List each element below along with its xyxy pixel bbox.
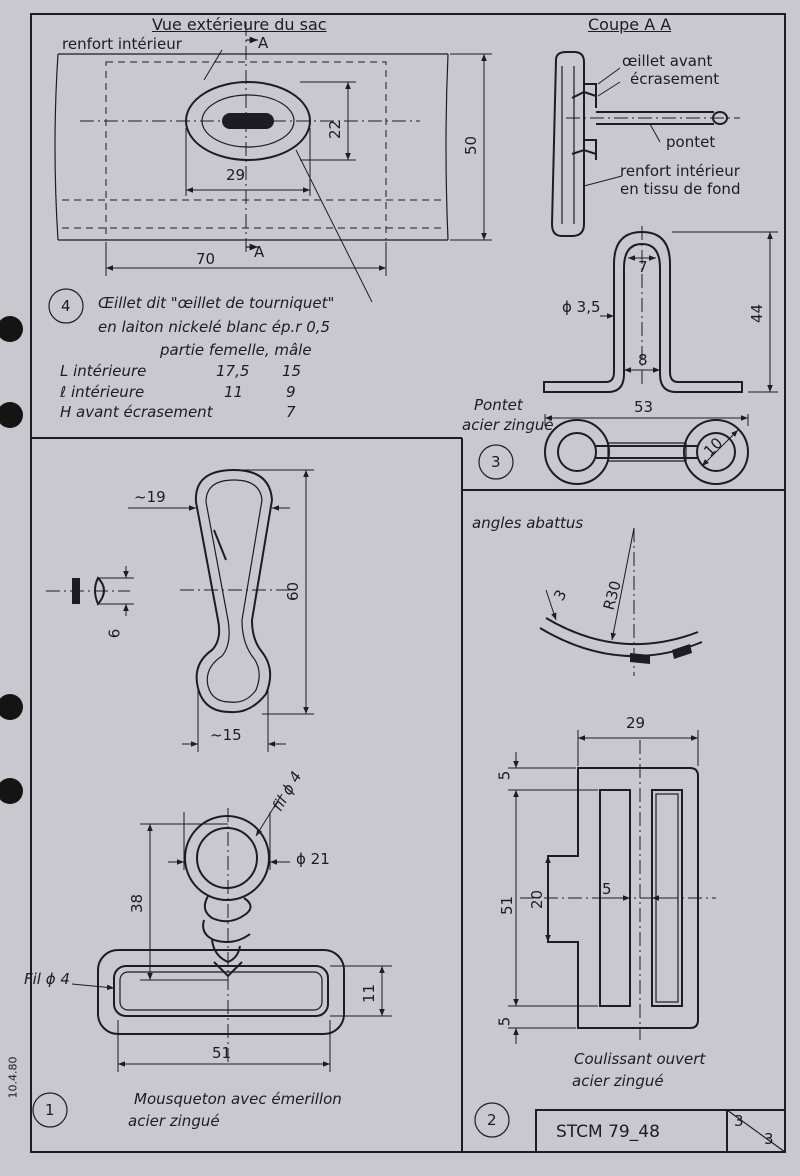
panel-number-circle bbox=[474, 1102, 510, 1138]
view-title: Vue extérieure du sac bbox=[152, 15, 327, 34]
table-header: partie femelle, mâle bbox=[160, 341, 312, 359]
dim-8: 8 bbox=[638, 351, 648, 369]
panel-number-4: 4 bbox=[61, 297, 71, 315]
dim-5b: 5 bbox=[602, 880, 612, 898]
label-renfort-1: renfort intérieur bbox=[620, 162, 740, 180]
label-ecrasement: écrasement bbox=[630, 70, 720, 88]
panel-3-pontet bbox=[543, 226, 778, 485]
label-renfort-2: en tissu de fond bbox=[620, 180, 741, 198]
dim-fil4b: Fil ϕ 4 bbox=[24, 970, 70, 988]
row-femelle: 11 bbox=[224, 383, 244, 401]
eyelet-desc-1: Œillet dit "œillet de tourniquet" bbox=[98, 294, 335, 312]
row-male: 9 bbox=[286, 383, 296, 401]
hook-caption-2: acier zingué bbox=[128, 1112, 220, 1130]
dim-6: 6 bbox=[105, 628, 124, 639]
dim-d21: ϕ 21 bbox=[296, 850, 330, 868]
dim-70: 70 bbox=[196, 250, 216, 268]
panel-number-1: 1 bbox=[45, 1101, 55, 1119]
dim-15: ~15 bbox=[210, 726, 242, 744]
dim-51: 51 bbox=[212, 1044, 232, 1062]
dim-d35: ϕ 3,5 bbox=[562, 298, 601, 316]
sheet-total: 3 bbox=[764, 1130, 774, 1148]
dim-19: ~19 bbox=[134, 488, 166, 506]
binder-hole bbox=[0, 402, 23, 428]
row-label: L intérieure bbox=[60, 362, 147, 380]
dim-50: 50 bbox=[462, 135, 481, 156]
panel-number-circle bbox=[48, 288, 84, 324]
label-pontet: pontet bbox=[666, 133, 716, 151]
callout-renfort: renfort intérieur bbox=[62, 35, 182, 53]
slider-caption-1: Coulissant ouvert bbox=[574, 1050, 706, 1068]
panel-number-3: 3 bbox=[491, 453, 501, 471]
pontet-title-1: Pontet bbox=[474, 396, 523, 414]
pontet-title-2: acier zingué bbox=[462, 416, 554, 434]
panel-2-slider bbox=[508, 527, 716, 1044]
row-label: ℓ intérieure bbox=[60, 383, 145, 401]
binder-hole bbox=[0, 778, 23, 804]
row-femelle: 17,5 bbox=[216, 362, 250, 380]
dim-38: 38 bbox=[128, 893, 147, 914]
panel-number-2: 2 bbox=[487, 1111, 497, 1129]
dim-29: 29 bbox=[226, 166, 246, 184]
section-mark-bottom: A bbox=[254, 243, 265, 261]
dim-5c: 5 bbox=[495, 1016, 514, 1027]
slider-caption-2: acier zingué bbox=[572, 1072, 664, 1090]
panel-1-snap-hook bbox=[46, 468, 392, 1072]
sheet-number: 3 bbox=[734, 1112, 744, 1130]
dim-53: 53 bbox=[634, 398, 654, 416]
panel-4-eyelet bbox=[54, 22, 740, 303]
row-label: H avant écrasement bbox=[60, 403, 213, 421]
drawing-ref: STCM 79_48 bbox=[556, 1122, 660, 1142]
panel-number-circle bbox=[32, 1092, 68, 1128]
section-title: Coupe A A bbox=[588, 15, 672, 34]
dim-5a: 5 bbox=[495, 770, 514, 781]
dim-7: 7 bbox=[638, 258, 648, 276]
dim-29: 29 bbox=[626, 714, 646, 732]
dim-11: 11 bbox=[360, 983, 379, 1004]
dim-60: 60 bbox=[284, 581, 303, 602]
dim-22: 22 bbox=[326, 119, 345, 140]
section-mark-top: A bbox=[258, 34, 269, 52]
eyelet-desc-2: en laiton nickelé blanc ép.r 0,5 bbox=[98, 318, 331, 336]
note-angles: angles abattus bbox=[472, 514, 584, 532]
hook-caption-1: Mousqueton avec émerillon bbox=[134, 1090, 342, 1108]
frame bbox=[30, 13, 786, 1153]
panel-number-circle bbox=[478, 444, 514, 480]
dim-44: 44 bbox=[748, 303, 767, 324]
row-male: 15 bbox=[282, 362, 302, 380]
label-oeillet-avant: œillet avant bbox=[622, 52, 713, 70]
binder-hole bbox=[0, 316, 23, 342]
dim-20: 20 bbox=[528, 889, 547, 910]
date-stamp: 10.4.80 bbox=[6, 1056, 20, 1099]
binder-hole bbox=[0, 694, 23, 720]
row-male: 7 bbox=[286, 403, 296, 421]
dim-51: 51 bbox=[498, 895, 517, 916]
